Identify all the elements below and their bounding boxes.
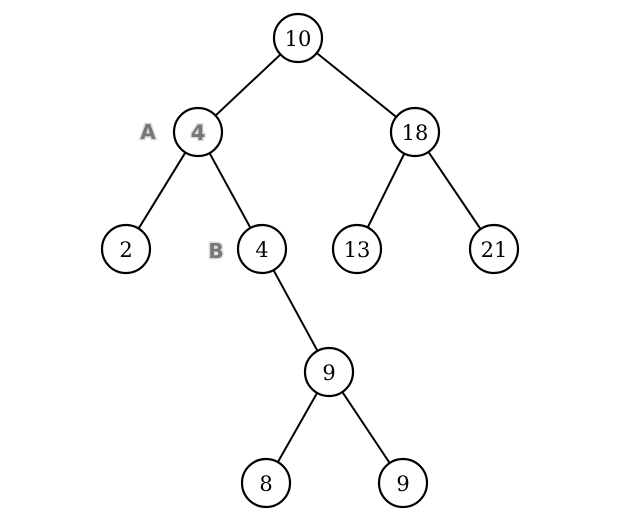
tree-edge <box>214 53 282 117</box>
tree-node-circle <box>236 223 288 275</box>
node-marker-label: A <box>140 120 156 144</box>
tree-node-circle <box>377 457 429 509</box>
tree-node: 8 <box>240 457 292 509</box>
tree-edges <box>137 52 482 464</box>
tree-edge <box>366 153 406 228</box>
tree-node-circle <box>331 223 383 275</box>
tree-node-value: 10 <box>285 27 312 51</box>
tree-edge <box>427 151 482 230</box>
tree-node: 21 <box>468 223 520 275</box>
tree-node-value: 21 <box>481 238 508 262</box>
tree-node: 10 <box>272 12 324 64</box>
tree-node-value: 8 <box>259 472 272 496</box>
tree-node-circle <box>240 457 292 509</box>
tree-node-value: 9 <box>322 361 335 385</box>
tree-node-value: 4 <box>255 238 268 262</box>
tree-node-value: 9 <box>396 472 409 496</box>
tree-node-circle <box>272 12 324 64</box>
tree-edge <box>137 151 187 230</box>
tree-node-value: 18 <box>402 121 429 145</box>
tree-node: 18 <box>389 106 441 158</box>
tree-edge <box>208 152 252 229</box>
tree-node-value: 2 <box>119 238 132 262</box>
node-marker-label: B <box>208 239 223 263</box>
tree-edge <box>276 392 319 463</box>
tree-node-circle <box>172 106 224 158</box>
tree-node-value: 4 <box>191 121 206 145</box>
tree-node: 13 <box>331 223 383 275</box>
tree-node: 9 <box>303 346 355 398</box>
tree-node-circle <box>468 223 520 275</box>
tree-node: 4A <box>139 106 224 158</box>
tree-edge <box>341 391 391 464</box>
tree-edge <box>272 269 319 352</box>
tree-node: 2 <box>100 223 152 275</box>
tree-node-value: 13 <box>344 238 371 262</box>
tree-node-circle <box>100 223 152 275</box>
tree-node: 4B <box>207 223 288 275</box>
tree-edge <box>316 52 397 118</box>
tree-node-circle <box>303 346 355 398</box>
tree-node-circle <box>389 106 441 158</box>
tree-node: 9 <box>377 457 429 509</box>
